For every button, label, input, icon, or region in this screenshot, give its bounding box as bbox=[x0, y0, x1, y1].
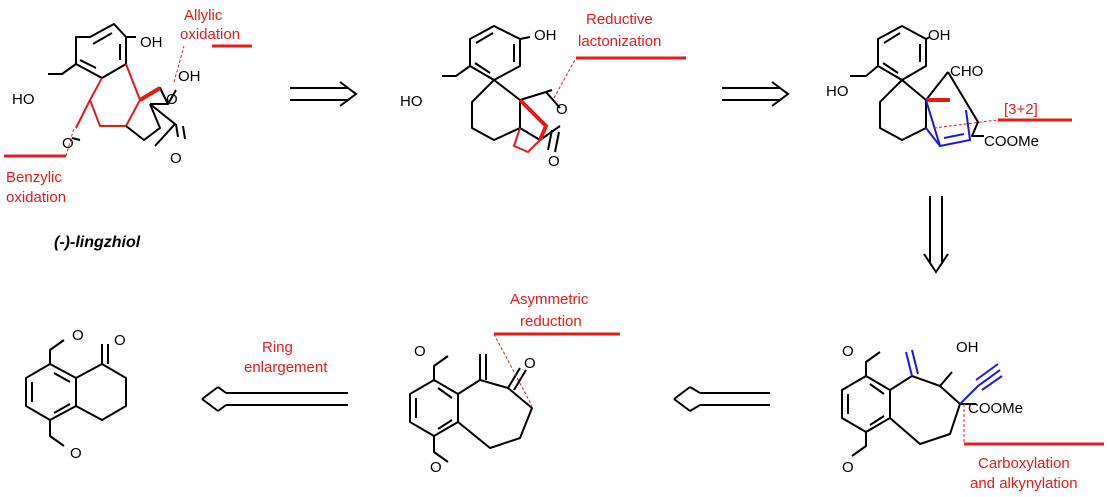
atom-o-13: O bbox=[842, 459, 854, 476]
retro-arrow-3 bbox=[923, 196, 949, 274]
molecule-benzocycloheptenone bbox=[409, 354, 533, 463]
retro-arrow-4 bbox=[673, 386, 770, 412]
atom-o-5: O bbox=[548, 153, 560, 170]
atom-coome-2: COOMe bbox=[968, 400, 1023, 417]
label-benzylic-2: oxidation bbox=[6, 189, 66, 206]
atom-o-7: O bbox=[114, 332, 126, 349]
atom-o-9: O bbox=[414, 343, 426, 360]
atom-o-4: O bbox=[556, 101, 568, 118]
atom-o-6: O bbox=[72, 327, 84, 344]
annotation-lines-5 bbox=[493, 332, 620, 407]
label-allylic-1: Allylic bbox=[184, 7, 223, 24]
product-name: (-)-lingzhiol bbox=[54, 234, 141, 251]
atom-o-11: O bbox=[430, 459, 442, 476]
molecule-tetralone bbox=[25, 339, 127, 447]
label-ring-1: Ring bbox=[262, 339, 293, 356]
label-benzylic-1: Benzylic bbox=[6, 169, 62, 186]
atom-o-12: O bbox=[842, 343, 854, 360]
atom-o-10: O bbox=[524, 355, 536, 372]
label-carboxylation-2: and alkynylation bbox=[970, 475, 1078, 492]
atom-ho-2: HO bbox=[400, 93, 423, 110]
atom-cho: CHO bbox=[950, 63, 983, 80]
atom-oh-2: OH bbox=[178, 68, 201, 85]
molecule-propargyl-ester-blue bbox=[905, 349, 1003, 405]
annotation-lines-4 bbox=[963, 404, 1104, 446]
label-ring-2: enlargement bbox=[244, 359, 328, 376]
atom-oh-4: OH bbox=[928, 27, 951, 44]
atom-oh-3: OH bbox=[534, 27, 557, 44]
atom-oh-5: OH bbox=[956, 339, 979, 356]
label-asymmetric-2: reduction bbox=[520, 313, 582, 330]
molecule-intermediate-2 bbox=[850, 25, 984, 141]
atom-ho-3: HO bbox=[826, 83, 849, 100]
label-cycloaddition: [3+2] bbox=[1004, 101, 1038, 118]
atom-o-8: O bbox=[70, 445, 82, 462]
label-asymmetric-1: Asymmetric bbox=[510, 291, 589, 308]
annotation-lines-1 bbox=[4, 44, 252, 158]
annotation-lines-3 bbox=[933, 118, 1072, 129]
retro-arrow-2 bbox=[722, 81, 790, 107]
label-reductive-1: Reductive bbox=[586, 11, 653, 28]
atom-o-3: O bbox=[62, 135, 74, 152]
annotation-lines-2 bbox=[553, 56, 686, 99]
label-carboxylation-1: Carboxylation bbox=[978, 455, 1070, 472]
retro-arrow-5 bbox=[201, 386, 348, 412]
label-reductive-2: lactonization bbox=[578, 33, 661, 50]
atom-o-2: O bbox=[170, 150, 182, 167]
atom-oh-1: OH bbox=[140, 34, 163, 51]
atom-ho-1: HO bbox=[12, 91, 35, 108]
atom-o-1: O bbox=[166, 91, 178, 108]
molecule-intermediate-2-color bbox=[925, 98, 972, 148]
molecule-intermediate-1 bbox=[442, 25, 561, 153]
molecule-lingzhiol bbox=[48, 23, 186, 147]
retro-arrow-1 bbox=[290, 81, 358, 107]
label-allylic-2: oxidation bbox=[180, 26, 240, 43]
molecule-intermediate-1-red bbox=[512, 98, 549, 154]
atom-coome-1: COOMe bbox=[984, 133, 1039, 150]
